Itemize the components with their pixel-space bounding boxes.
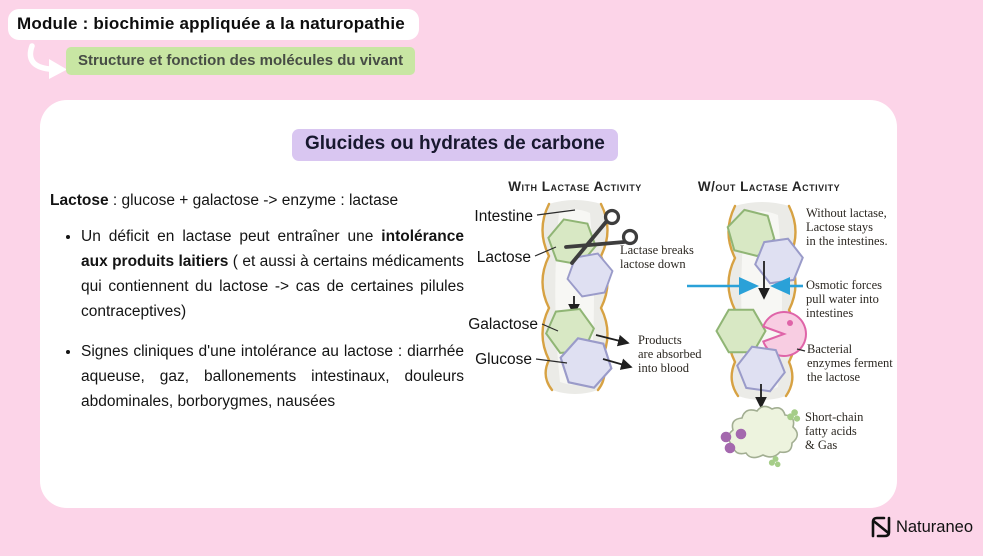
with-lactase-title: With Lactase Activity [508,179,642,194]
note-osmotic-1: Osmotic forces [806,278,882,292]
without-lactase-panel: W/out Lactase Activity Without lactase, … [687,179,893,468]
intro-rest: : glucose + galactose -> enzyme : lactas… [108,192,399,209]
module-pill: Module : biochimie appliquée a la naturo… [8,9,419,40]
content-card: Glucides ou hydrates de carbone Lactose … [40,100,897,508]
scissors-icon [564,208,639,265]
label-glucose: Glucose [475,351,532,368]
note-stays-1: Without lactase, [806,206,887,220]
note-gas-3: & Gas [805,438,837,452]
submodule-pill: Structure et fonction des molécules du v… [66,47,416,75]
bullet-item-signes: Signes cliniques d'une intolérance au la… [81,339,464,414]
bullet-list: Un déficit en lactase peut entraîner une… [50,224,464,414]
bullet-item-deficit: Un déficit en lactase peut entraîner une… [81,224,464,324]
brand-n-icon [871,516,891,538]
page-title: Glucides ou hydrates de carbone [292,129,618,161]
bullet1-post: ( et aussi à certains médicaments qui co… [81,253,464,320]
note-products-2: are absorbed [638,347,702,361]
intro-term: Lactose [50,192,109,209]
lactose-intro: Lactose : glucose + galactose -> enzyme … [50,188,464,213]
submodule-label: Structure et fonction des molécules du v… [78,52,404,69]
brand-name: Naturaneo [895,517,973,536]
label-galactose: Galactose [468,316,538,333]
note-gas-2: fatty acids [805,424,857,438]
with-lactase-panel: With Lactase Activity Lactase breaks lac… [468,179,702,394]
note-products-1: Products [638,333,682,347]
note-products-3: into blood [638,361,690,375]
osmotic-arrows [687,261,803,300]
note-stays-2: Lactose stays [806,220,873,234]
note-stays-3: in the intestines. [806,234,888,248]
bullet1-bold: intolérance aux produits laitiers [81,228,464,270]
label-lactose: Lactose [477,249,531,266]
note-bacterial-1: Bacterial [807,342,853,356]
note-osmotic-2: pull water into [806,292,879,306]
fatty-acid-dots [720,428,747,454]
flow-arrow-icon [27,43,67,79]
absorb-arrow-bottom [602,358,633,370]
lactase-diagram: With Lactase Activity Lactase breaks lac… [468,179,893,468]
absorb-arrow-top [595,334,630,347]
note-bacterial-2: enzymes ferment [807,356,893,370]
note-lactase-breaks-1: Lactase breaks [620,243,694,257]
note-gas-1: Short-chain [805,410,864,424]
note-osmotic-3: intestines [806,306,853,320]
enzyme-eye-dot [787,320,793,326]
lesson-text: Lactose : glucose + galactose -> enzyme … [50,188,464,414]
note-bacterial-3: the lactose [807,370,861,384]
without-lactase-title: W/out Lactase Activity [698,179,840,194]
module-label: Module : biochimie appliquée a la naturo… [17,14,405,33]
label-intestine: Intestine [474,208,533,225]
bullet1-pre: Un déficit en lactase peut entraîner une [81,228,382,245]
brand-logo: Naturaneo [869,515,973,539]
note-lactase-breaks-2: lactose down [620,257,686,271]
